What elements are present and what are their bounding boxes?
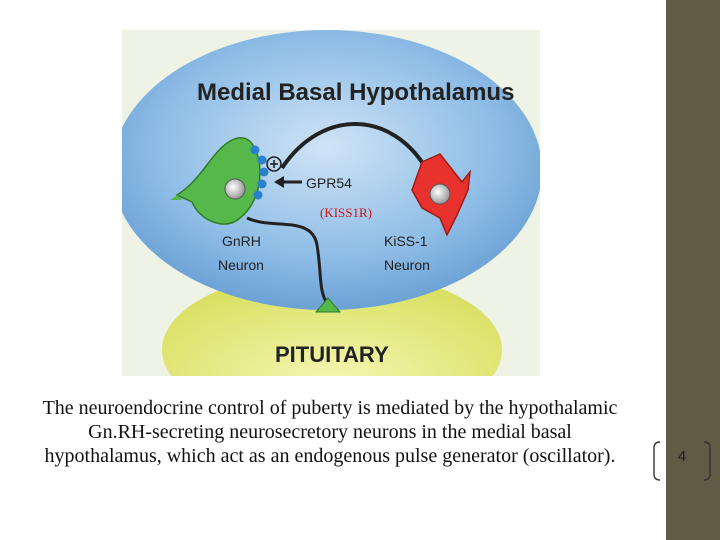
gpr54-receptors	[250, 145, 269, 200]
hypothalamus-diagram: Medial Basal Hypothalamus GPR54 (KISS1R)…	[122, 30, 540, 376]
plus-circle-icon	[266, 156, 282, 172]
slide-caption: The neuroendocrine control of puberty is…	[42, 397, 618, 467]
gnrh-axon-terminal	[314, 297, 342, 313]
gnrh-label-line1: GnRH	[222, 233, 261, 249]
receptor-label: GPR54	[306, 175, 352, 191]
receptor-alt-label: (KISS1R)	[320, 205, 372, 220]
kiss-axon	[280, 122, 429, 172]
gnrh-nucleus	[224, 178, 246, 200]
gnrh-axon	[246, 216, 330, 306]
sidebar-strip	[666, 0, 720, 540]
diagram-title: Medial Basal Hypothalamus	[197, 79, 514, 106]
page-number: 4	[677, 448, 687, 465]
page-number-frame	[653, 441, 711, 481]
gnrh-label-line2: Neuron	[218, 257, 264, 273]
kiss-nucleus	[429, 183, 451, 205]
kiss-label-line1: KiSS-1	[384, 233, 428, 249]
hypothalamus-region	[122, 30, 540, 310]
kiss-label-line2: Neuron	[384, 257, 430, 273]
gnrh-neuron-tail	[170, 195, 182, 200]
pituitary-label: PITUITARY	[275, 342, 389, 367]
